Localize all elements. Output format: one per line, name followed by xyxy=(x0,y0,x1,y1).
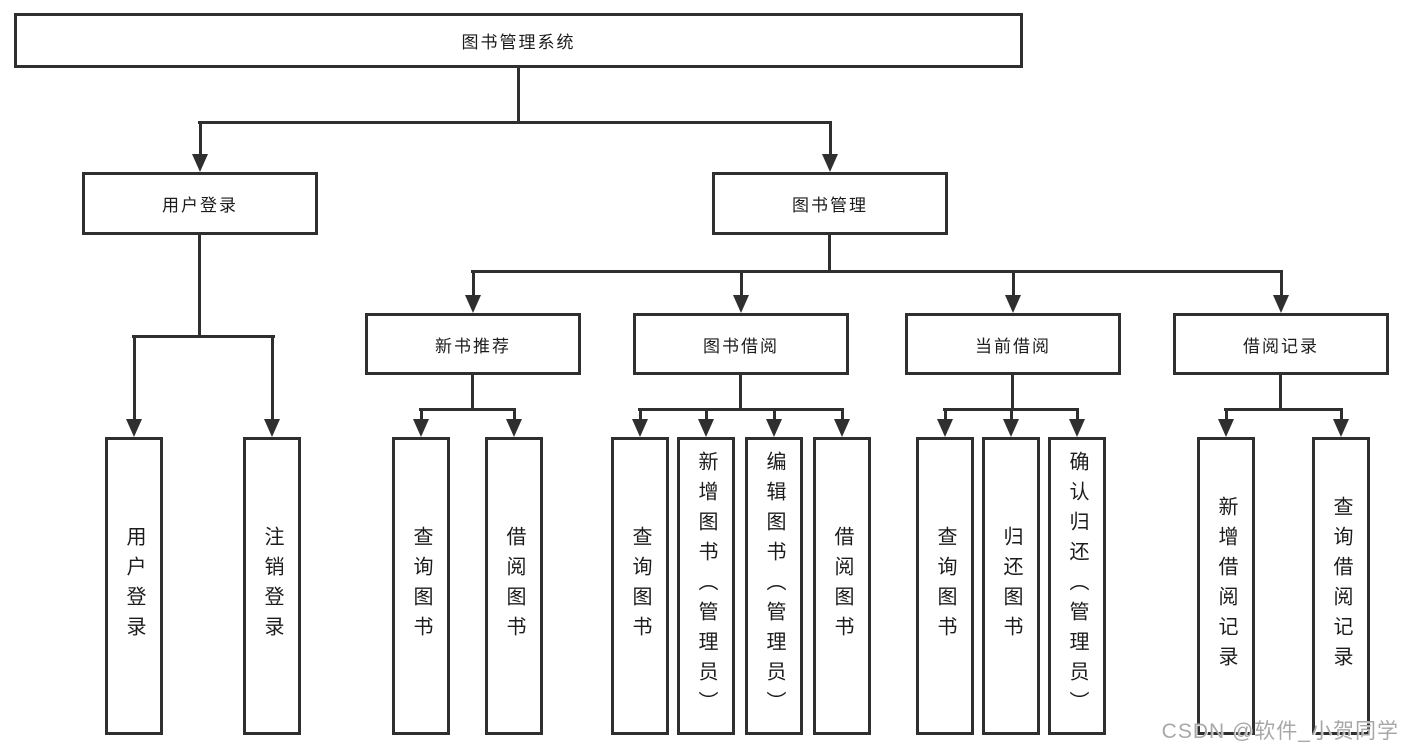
leaf-node-search-borrow-record: 查询借阅记录 xyxy=(1312,437,1370,735)
node-current-borrow: 当前借阅 xyxy=(905,313,1121,375)
node-label: 图书管理 xyxy=(792,196,868,215)
node-label: 新增借阅记录 xyxy=(1215,496,1237,676)
node-label: 注销登录 xyxy=(261,526,283,646)
connector-arrow-leaf xyxy=(506,409,522,437)
node-label: 新书推荐 xyxy=(435,336,511,356)
node-label: 编辑图书（管理员） xyxy=(763,451,785,721)
connector-arrow-leaf xyxy=(632,409,648,437)
connector-borrow-record-hline xyxy=(1224,408,1343,411)
node-label: 查询图书 xyxy=(934,526,956,646)
connector-arrow-leaf xyxy=(937,409,953,437)
leaf-node-search-book-3: 查询图书 xyxy=(916,437,974,735)
connector-arrow-leaf xyxy=(413,409,429,437)
node-label: 查询借阅记录 xyxy=(1330,496,1352,676)
connector-arrow-leaf xyxy=(1333,409,1349,437)
leaf-node-confirm-return-admin: 确认归还（管理员） xyxy=(1048,437,1106,735)
leaf-node-user-login: 用户登录 xyxy=(105,437,163,735)
node-book-borrow: 图书借阅 xyxy=(633,313,849,375)
leaf-node-add-borrow-record: 新增借阅记录 xyxy=(1197,437,1255,735)
node-new-book-recommend: 新书推荐 xyxy=(365,313,581,375)
connector-arrow-leaf xyxy=(766,409,782,437)
node-label: 归还图书 xyxy=(1000,526,1022,646)
leaf-node-return-book: 归还图书 xyxy=(982,437,1040,735)
connector-new-book-stem xyxy=(471,374,474,411)
connector-borrow-record-stem xyxy=(1279,374,1282,411)
connector-arrow-book-borrow xyxy=(733,271,749,313)
connector-arrow-leaf xyxy=(1218,409,1234,437)
connector-arrow-leaf xyxy=(1003,409,1019,437)
node-label: 图书管理系统 xyxy=(461,33,576,52)
node-label: 借阅图书 xyxy=(831,526,853,646)
connector-arrow-current-borrow xyxy=(1005,271,1021,313)
connector-arrow-borrow-record xyxy=(1273,271,1289,313)
connector-current-borrow-stem xyxy=(1011,374,1014,411)
leaf-node-add-book-admin: 新增图书（管理员） xyxy=(677,437,735,735)
node-book-management: 图书管理 xyxy=(712,172,948,235)
connector-user-login-hline xyxy=(132,335,275,338)
connector-arrow-leaf xyxy=(1069,409,1085,437)
leaf-node-borrow-book-1: 借阅图书 xyxy=(485,437,543,735)
node-label: 当前借阅 xyxy=(975,336,1051,356)
connector-arrow-login xyxy=(126,336,142,437)
leaf-node-search-book-1: 查询图书 xyxy=(392,437,450,735)
connector-arrow-leaf xyxy=(698,409,714,437)
node-label: 确认归还（管理员） xyxy=(1066,451,1088,721)
leaf-node-edit-book-admin: 编辑图书（管理员） xyxy=(745,437,803,735)
connector-arrow-leaf xyxy=(834,409,850,437)
node-library-management-system: 图书管理系统 xyxy=(14,13,1023,68)
connector-book-borrow-stem xyxy=(739,374,742,411)
connector-root-stem xyxy=(517,66,520,124)
node-label: 查询图书 xyxy=(629,526,651,646)
connector-arrow-logout xyxy=(264,336,280,437)
node-label: 查询图书 xyxy=(410,526,432,646)
connector-book-borrow-hline xyxy=(638,408,844,411)
node-label: 借阅图书 xyxy=(503,526,525,646)
node-label: 借阅记录 xyxy=(1243,336,1319,356)
node-user-login: 用户登录 xyxy=(82,172,318,235)
node-label: 用户登录 xyxy=(123,526,145,646)
connector-user-login-stem xyxy=(198,234,201,338)
connector-book-management-stem xyxy=(828,234,831,273)
leaf-node-borrow-book-2: 借阅图书 xyxy=(813,437,871,735)
csdn-watermark: CSDN @软件_小贺同学 xyxy=(1161,720,1399,743)
connector-new-book-hline xyxy=(419,408,516,411)
connector-arrow-user-login xyxy=(192,122,208,172)
connector-arrow-book-management xyxy=(822,122,838,172)
node-label: 图书借阅 xyxy=(703,336,779,356)
leaf-node-logout: 注销登录 xyxy=(243,437,301,735)
node-label: 新增图书（管理员） xyxy=(695,451,717,721)
connector-level3-hline xyxy=(471,270,1283,273)
connector-level2-hline xyxy=(198,121,832,124)
leaf-node-search-book-2: 查询图书 xyxy=(611,437,669,735)
connector-arrow-new-book xyxy=(465,271,481,313)
node-label: 用户登录 xyxy=(162,196,238,215)
node-borrow-record: 借阅记录 xyxy=(1173,313,1389,375)
